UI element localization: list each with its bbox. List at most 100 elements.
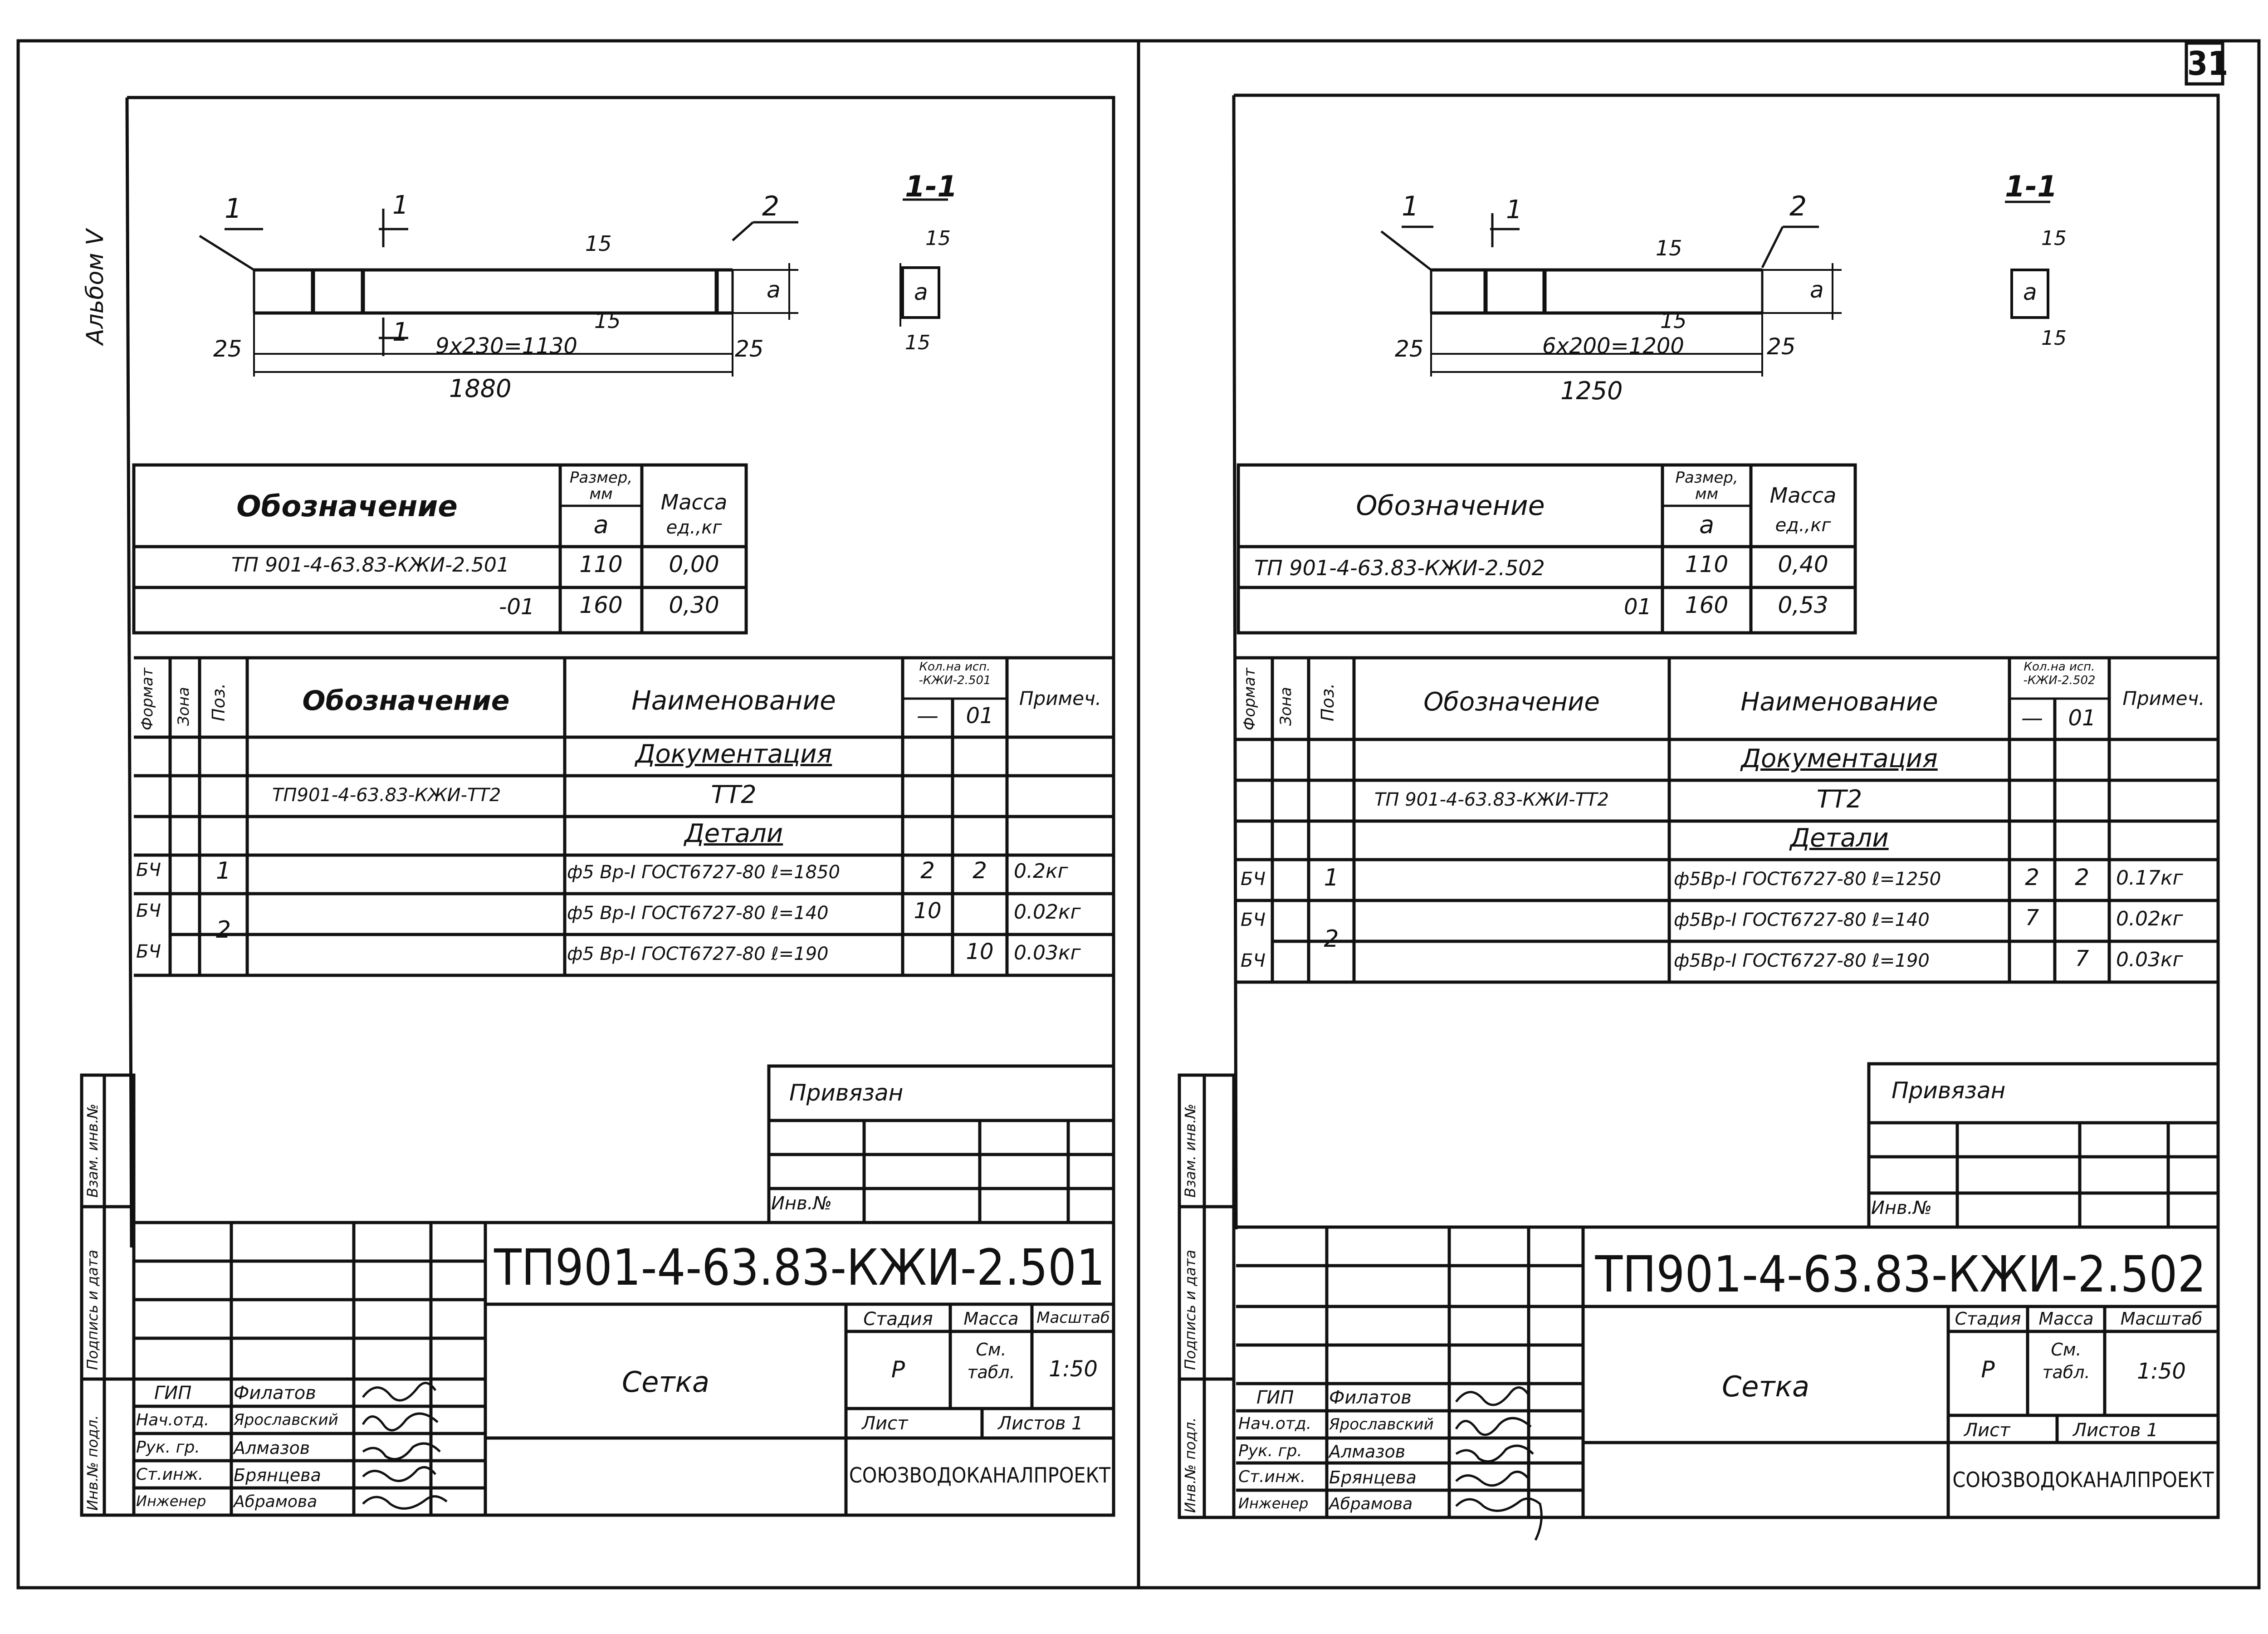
left-size-h-size-sub: a bbox=[593, 510, 609, 539]
left-size-row2-size: 160 bbox=[579, 592, 623, 618]
left-section-a: a bbox=[914, 279, 928, 305]
right-spec-r1-note: 0.17кг bbox=[2116, 866, 2183, 890]
left-spec-h-pos: Поз. bbox=[209, 683, 229, 721]
left-privyazan: Привязан bbox=[789, 1080, 904, 1106]
left-size-row1-mass: 0,00 bbox=[669, 551, 719, 577]
right-end-left: 25 bbox=[1395, 336, 1424, 362]
left-spec-h-qty-a: — bbox=[917, 703, 938, 729]
left-spec-doc-designation: ТП901-4-63.83-КЖИ-ТТ2 bbox=[272, 785, 501, 806]
right-doc-name: Сетка bbox=[1722, 1370, 1809, 1403]
left-appendix-label: Альбом V bbox=[82, 229, 109, 345]
left-size-row1-size: 110 bbox=[579, 551, 623, 577]
left-size-row2-designation: -01 bbox=[499, 594, 535, 620]
right-end-right: 25 bbox=[1767, 333, 1796, 360]
right-spec-r1-name: ф5Вр-I ГОСТ6727-80 ℓ=1250 bbox=[1674, 869, 1941, 890]
left-org: СОЮЗВОДОКАНАЛПРОЕКТ bbox=[849, 1463, 1111, 1487]
left-spec-r2-note: 0.02кг bbox=[1014, 900, 1081, 924]
right-role-5: Инженер bbox=[1238, 1495, 1309, 1512]
right-cut-1: 1 bbox=[1506, 195, 1522, 225]
left-section-top: 15 bbox=[925, 227, 951, 250]
right-name-4: Брянцева bbox=[1329, 1468, 1417, 1487]
left-role-2: Нач.отд. bbox=[136, 1411, 210, 1429]
left-side-label-1: Взам. инв.№ bbox=[84, 1103, 101, 1198]
left-mass-h: Масса bbox=[963, 1309, 1019, 1329]
right-spec-r1-q2: 2 bbox=[2075, 864, 2089, 890]
left-marker-1: 1 bbox=[225, 193, 242, 225]
right-sheet-h: Лист bbox=[1964, 1420, 2010, 1441]
left-scale: 1:50 bbox=[1049, 1356, 1098, 1382]
right-spec-doc-designation: ТП 901-4-63.83-КЖИ-ТТ2 bbox=[1374, 789, 1609, 810]
left-spec-r1-fmt: БЧ bbox=[136, 860, 161, 881]
right-privyazan: Привязан bbox=[1892, 1077, 2006, 1104]
right-size-row1-designation: ТП 901-4-63.83-КЖИ-2.502 bbox=[1254, 556, 1545, 580]
right-mass-h: Масса bbox=[2038, 1309, 2094, 1329]
left-spec-r1-q1: 2 bbox=[920, 857, 935, 884]
left-end-right: 25 bbox=[735, 336, 764, 362]
left-name-5: Абрамова bbox=[234, 1492, 318, 1511]
right-section-bottom: 15 bbox=[2041, 327, 2067, 350]
right-spec-r2-name: ф5Вр-I ГОСТ6727-80 ℓ=140 bbox=[1674, 910, 1930, 930]
right-spec-h-pos: Поз. bbox=[1318, 683, 1338, 721]
right-marker-2: 2 bbox=[1789, 191, 1807, 222]
right-spec-r1-fmt: БЧ bbox=[1241, 869, 1266, 890]
left-spec-r3-fmt: БЧ bbox=[136, 941, 161, 962]
left-spec-r2-fmt: БЧ bbox=[136, 900, 161, 921]
right-spec-sec-parts: Детали bbox=[1790, 823, 1889, 853]
right-doc-code: ТП901-4-63.83-КЖИ-2.502 bbox=[1595, 1245, 2206, 1303]
right-spec-r2-q1: 7 bbox=[2025, 905, 2039, 930]
right-sheets-h: Листов 1 bbox=[2073, 1420, 2158, 1441]
right-section-top: 15 bbox=[2041, 227, 2067, 250]
right-spec-r3-fmt: БЧ bbox=[1241, 950, 1266, 971]
right-spec-h-note: Примеч. bbox=[2122, 687, 2205, 709]
left-side-label-2: Подпись и дата bbox=[84, 1249, 101, 1370]
left-inv-no: Инв.№ bbox=[771, 1193, 832, 1214]
right-spec-r3-name: ф5Вр-I ГОСТ6727-80 ℓ=190 bbox=[1674, 950, 1930, 971]
right-dim-top: 15 bbox=[1656, 236, 1682, 260]
right-name-3: Алмазов bbox=[1329, 1442, 1406, 1462]
right-spec-sec-docs: Документация bbox=[1741, 744, 1938, 773]
left-role-5: Инженер bbox=[136, 1492, 206, 1510]
left-role-1: ГИП bbox=[154, 1383, 192, 1404]
right-spec-h-format: Формат bbox=[1241, 668, 1259, 730]
right-size-row1-size: 110 bbox=[1685, 551, 1729, 577]
right-height-a: a bbox=[1810, 277, 1824, 303]
right-name-1: Филатов bbox=[1329, 1387, 1412, 1408]
left-spec-sec-parts: Детали bbox=[684, 819, 783, 848]
right-spec-doc-name: ТТ2 bbox=[1816, 785, 1862, 813]
left-spec-r2-name: ф5 Вр-I ГОСТ6727-80 ℓ=140 bbox=[567, 903, 829, 924]
right-marker-1: 1 bbox=[1402, 191, 1419, 222]
right-scale: 1:50 bbox=[2137, 1359, 2186, 1384]
right-size-h-size-sub: a bbox=[1699, 510, 1715, 539]
left-spec-r3-name: ф5 Вр-I ГОСТ6727-80 ℓ=190 bbox=[567, 944, 829, 964]
left-size-h-mass: Масса bbox=[660, 490, 728, 514]
right-spec-r1-q1: 2 bbox=[2025, 864, 2039, 890]
right-spec-r2-pos: 2 bbox=[1324, 925, 1339, 953]
left-mass: См. табл. bbox=[967, 1340, 1015, 1382]
left-role-4: Ст.инж. bbox=[136, 1465, 204, 1484]
left-spacing: 9x230=1130 bbox=[435, 333, 577, 359]
right-stage: Р bbox=[1981, 1356, 1995, 1383]
right-side-label-2: Подпись и дата bbox=[1182, 1249, 1199, 1370]
left-size-h-size: Размер, мм bbox=[569, 469, 633, 503]
right-size-h-size: Размер, мм bbox=[1675, 469, 1738, 503]
left-spec-h-qty: Кол.на исп. -КЖИ-2.501 bbox=[919, 660, 991, 687]
right-inv-no: Инв.№ bbox=[1871, 1198, 1932, 1218]
left-stage-h: Стадия bbox=[863, 1309, 933, 1330]
left-size-h-mass-sub: ед.,кг bbox=[666, 517, 722, 538]
right-side-label-3: Инв.№ подл. bbox=[1182, 1417, 1199, 1513]
right-org: СОЮЗВОДОКАНАЛПРОЕКТ bbox=[1952, 1468, 2214, 1492]
left-sheet-h: Лист bbox=[862, 1413, 908, 1434]
right-role-4: Ст.инж. bbox=[1238, 1468, 1306, 1486]
right-size-h-mass: Масса bbox=[1769, 483, 1837, 508]
left-spec-sec-docs: Документация bbox=[635, 739, 832, 769]
left-spec-r3-note: 0.03кг bbox=[1014, 941, 1081, 964]
left-cut-1: 1 bbox=[392, 191, 409, 220]
left-spec-h-note: Примеч. bbox=[1019, 687, 1102, 709]
left-doc-code: ТП901-4-63.83-КЖИ-2.501 bbox=[494, 1238, 1105, 1296]
left-height-a: a bbox=[767, 277, 781, 303]
left-spec-h-qty-b: 01 bbox=[966, 703, 994, 729]
left-spec-r2-pos: 2 bbox=[215, 916, 231, 944]
left-length: 1880 bbox=[449, 374, 512, 403]
right-spec-r1-pos: 1 bbox=[1324, 864, 1339, 891]
left-marker-2: 2 bbox=[762, 191, 780, 222]
